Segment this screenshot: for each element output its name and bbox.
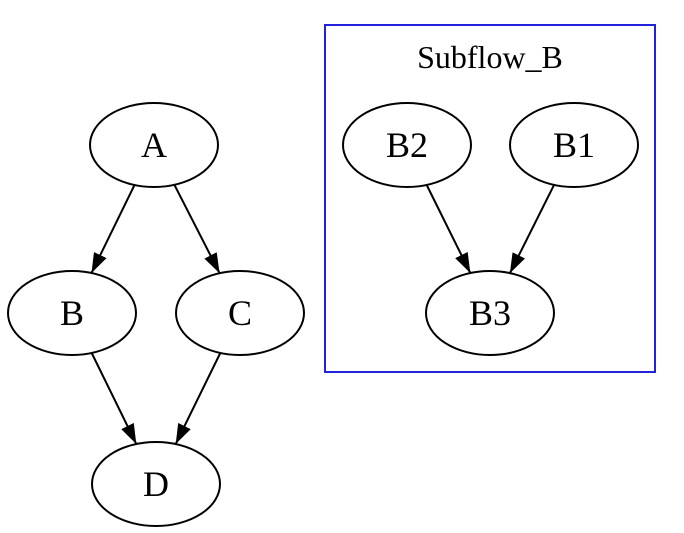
node-A: A bbox=[89, 102, 219, 188]
cluster-subflow-b: Subflow_B bbox=[324, 24, 656, 373]
edge-A-B bbox=[90, 184, 136, 274]
node-B3: B3 bbox=[425, 270, 555, 356]
node-B-shape bbox=[7, 270, 137, 356]
node-B3-shape bbox=[425, 270, 555, 356]
node-B2-shape bbox=[342, 102, 472, 188]
node-B3-label: B3 bbox=[469, 293, 511, 333]
node-C: C bbox=[175, 270, 305, 356]
node-B2: B2 bbox=[342, 102, 472, 188]
node-B1: B1 bbox=[509, 102, 639, 188]
cluster-label: Subflow_B bbox=[417, 39, 563, 75]
node-D-shape bbox=[91, 441, 221, 527]
edge-B-D bbox=[90, 352, 138, 445]
edge-C-D bbox=[174, 352, 222, 445]
node-B2-label: B2 bbox=[386, 125, 428, 165]
node-B-label: B bbox=[60, 293, 84, 333]
node-C-shape bbox=[175, 270, 305, 356]
node-B1-label: B1 bbox=[553, 125, 595, 165]
edges-main bbox=[90, 184, 222, 445]
edge-A-C bbox=[173, 184, 221, 274]
node-A-shape bbox=[89, 102, 219, 188]
node-D-label: D bbox=[143, 464, 169, 504]
node-B: B bbox=[7, 270, 137, 356]
edge-B1-B3 bbox=[509, 184, 555, 274]
edge-B2-B3 bbox=[425, 184, 472, 274]
node-C-label: C bbox=[228, 293, 252, 333]
node-D: D bbox=[91, 441, 221, 527]
edges-cluster bbox=[425, 184, 555, 274]
node-B1-shape bbox=[509, 102, 639, 188]
cluster-border bbox=[324, 24, 656, 373]
node-A-label: A bbox=[141, 125, 167, 165]
